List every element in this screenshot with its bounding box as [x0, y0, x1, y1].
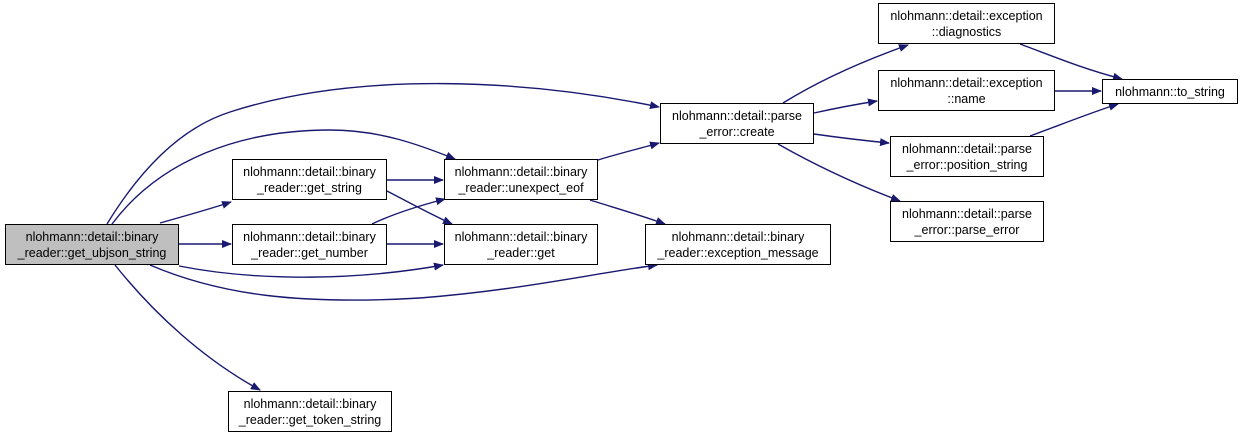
edge-get-ubjson-string-to-exception-message: [149, 262, 658, 301]
node-label-line2: ::diagnostics: [931, 24, 1002, 39]
node-name[interactable]: nlohmann::detail::exception ::name: [878, 70, 1055, 111]
node-label-line1: nlohmann::detail::binary: [454, 164, 588, 179]
node-label-line1: nlohmann::detail::binary: [454, 229, 588, 244]
edge-parse-error-create-to-position-string: [813, 133, 890, 147]
node-get[interactable]: nlohmann::detail::binary _reader::get: [444, 224, 598, 265]
edge-diagnostics-to-to-string: [1019, 43, 1123, 81]
edge-parse-error-create-to-diagnostics: [782, 44, 909, 104]
node-unexpect-eof[interactable]: nlohmann::detail::binary _reader::unexpe…: [444, 159, 598, 200]
node-label-line2: _error::parse_error: [914, 222, 1020, 237]
node-label-line2: _reader::get_ubjson_string: [17, 245, 167, 260]
node-diagnostics[interactable]: nlohmann::detail::exception ::diagnostic…: [878, 3, 1055, 44]
edge-get-number-to-unexpect-eof: [371, 197, 446, 225]
edge-get-string-to-get: [386, 190, 453, 225]
edge-get-ubjson-string-to-parse-error-create: [106, 82, 660, 225]
node-label-line1: nlohmann::detail::exception: [890, 8, 1043, 23]
node-label-line1: nlohmann::detail::binary: [25, 229, 159, 244]
node-label-line2: _reader::get: [487, 245, 555, 260]
edge-get-ubjson-string-to-get-string: [159, 201, 232, 224]
node-get-token-string[interactable]: nlohmann::detail::binary _reader::get_to…: [228, 391, 392, 432]
node-label-line1: nlohmann::detail::parse: [902, 141, 1032, 156]
node-label-line1: nlohmann::to_string: [1115, 84, 1225, 99]
edge-parse-error-create-to-parse-error: [777, 143, 901, 202]
edge-parse-error-create-to-name: [813, 98, 878, 114]
edge-get-ubjson-string-to-get: [178, 262, 444, 278]
node-parse-error-create[interactable]: nlohmann::detail::parse _error::create: [660, 103, 814, 144]
node-label-line2: _reader::unexpect_eof: [458, 180, 584, 195]
edge-unexpect-eof-to-parse-error-create: [597, 141, 660, 161]
node-label-line2: _reader::get_number: [251, 245, 368, 260]
edge-get-ubjson-string-to-get-token-string: [114, 264, 261, 391]
node-label-line1: nlohmann::detail::binary: [243, 396, 377, 411]
node-get-ubjson-string: nlohmann::detail::binary _reader::get_ub…: [5, 224, 179, 265]
edge-unexpect-eof-to-exception-message: [589, 199, 666, 225]
node-label-line2: _error::position_string: [906, 157, 1028, 172]
node-label-line2: _reader::get_token_string: [238, 412, 382, 427]
node-label-line1: nlohmann::detail::exception: [890, 75, 1043, 90]
node-to-string[interactable]: nlohmann::to_string: [1102, 79, 1238, 104]
node-get-number[interactable]: nlohmann::detail::binary _reader::get_nu…: [232, 224, 387, 265]
node-exception-message[interactable]: nlohmann::detail::binary _reader::except…: [645, 224, 831, 265]
node-label-line2: ::name: [947, 91, 986, 106]
node-label-line1: nlohmann::detail::parse: [902, 206, 1032, 221]
node-label-line2: _error::create: [699, 124, 775, 139]
node-label-line2: _reader::get_string: [257, 180, 362, 195]
node-label-line1: nlohmann::detail::parse: [672, 108, 802, 123]
node-get-string[interactable]: nlohmann::detail::binary _reader::get_st…: [232, 159, 387, 200]
edge-position-string-to-to-string: [1029, 102, 1119, 137]
node-label-line2: _reader::exception_message: [657, 245, 819, 260]
node-label-line1: nlohmann::detail::binary: [671, 229, 805, 244]
node-position-string[interactable]: nlohmann::detail::parse _error::position…: [890, 136, 1044, 177]
node-label-line1: nlohmann::detail::binary: [243, 164, 376, 179]
edge-get-ubjson-string-to-unexpect-eof: [111, 129, 456, 225]
node-label-line1: nlohmann::detail::binary: [243, 229, 376, 244]
node-parse-error[interactable]: nlohmann::detail::parse _error::parse_er…: [890, 201, 1044, 242]
